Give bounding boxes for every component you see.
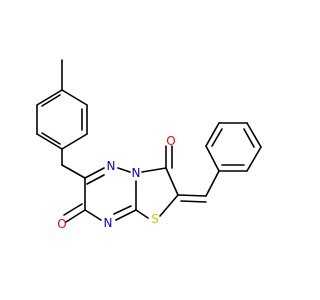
- bond: [36, 133, 63, 150]
- bond: [165, 167, 179, 196]
- bond: [243, 128, 255, 148]
- bond: [65, 209, 86, 223]
- bond: [246, 122, 262, 148]
- triazine-ring: [84, 167, 137, 221]
- thiazole-ring: [135, 167, 179, 219]
- bond: [115, 209, 137, 221]
- bond: [211, 128, 223, 147]
- bond: [63, 203, 83, 216]
- bond: [205, 145, 220, 172]
- bond: [41, 132, 61, 145]
- bond: [41, 94, 61, 107]
- bond: [135, 209, 149, 219]
- phenyl-ring: [205, 122, 262, 172]
- bond: [113, 205, 132, 215]
- atom-label-s: S: [151, 212, 159, 226]
- bond: [84, 167, 105, 179]
- bond: [61, 164, 86, 179]
- atom-label-o: O: [166, 134, 175, 148]
- bond: [117, 167, 131, 173]
- atom-label-n: N: [107, 159, 116, 173]
- bond: [86, 174, 105, 185]
- atom-label-n: N: [132, 166, 141, 180]
- bond: [177, 194, 207, 197]
- bond: [159, 194, 179, 217]
- atom-label-n: N: [104, 216, 113, 230]
- bond: [205, 122, 220, 147]
- bond: [36, 89, 63, 106]
- bond: [180, 200, 207, 203]
- bond: [246, 146, 262, 172]
- bond: [61, 89, 88, 106]
- atom-label-o: O: [57, 217, 66, 231]
- molecule-diagram: N N N S O O: [36, 59, 262, 231]
- tolyl-ring: [36, 89, 88, 150]
- bond: [84, 209, 102, 221]
- bond: [61, 133, 88, 150]
- bond: [205, 170, 220, 197]
- bond: [141, 167, 167, 173]
